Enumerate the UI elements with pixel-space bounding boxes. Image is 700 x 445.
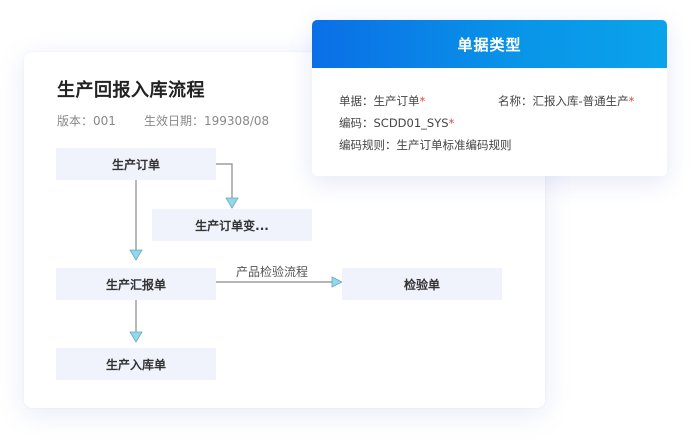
node-production-storage[interactable]: 生产入库单	[56, 348, 216, 380]
arrow-head-icon	[129, 331, 143, 343]
doc-value: 生产订单	[373, 94, 420, 108]
node-production-order[interactable]: 生产订单	[56, 148, 216, 180]
name-value: 汇报入库-普通生产	[532, 94, 629, 108]
arrow-head-icon	[129, 249, 143, 261]
effective-date-info: 生效日期：199308/08	[144, 114, 270, 128]
code-field: 编码：SCDD01_SYS*	[339, 116, 455, 130]
flow-edges	[129, 163, 343, 343]
arrow-head-icon	[331, 276, 343, 288]
name-field: 名称：汇报入库-普通生产*	[498, 94, 635, 108]
flow-title: 生产回报入库流程	[57, 80, 205, 101]
required-mark: *	[448, 116, 455, 130]
code-rule-field: 编码规则：生产订单标准编码规则	[339, 138, 512, 152]
doc-type-header: 单据类型	[312, 20, 667, 68]
arrow-head-icon	[225, 197, 239, 209]
edge-label-inspection-flow: 产品检验流程	[236, 265, 309, 279]
required-mark: *	[419, 94, 426, 108]
node-inspection[interactable]: 检验单	[342, 268, 502, 300]
effective-date-value: 199308/08	[204, 114, 270, 128]
doc-type-card: 单据类型 单据：生产订单* 名称：汇报入库-普通生产* 编码：SCDD01_SY…	[312, 20, 667, 176]
node-production-order-change[interactable]: 生产订单变...	[152, 209, 312, 241]
code-value: SCDD01_SYS	[373, 116, 449, 130]
node-production-report[interactable]: 生产汇报单	[56, 268, 216, 300]
code-rule-value: 生产订单标准编码规则	[396, 138, 512, 152]
required-mark: *	[628, 94, 635, 108]
doc-field: 单据：生产订单*	[339, 94, 426, 108]
version-value: 001	[93, 114, 116, 128]
version-info: 版本：001	[57, 114, 116, 128]
